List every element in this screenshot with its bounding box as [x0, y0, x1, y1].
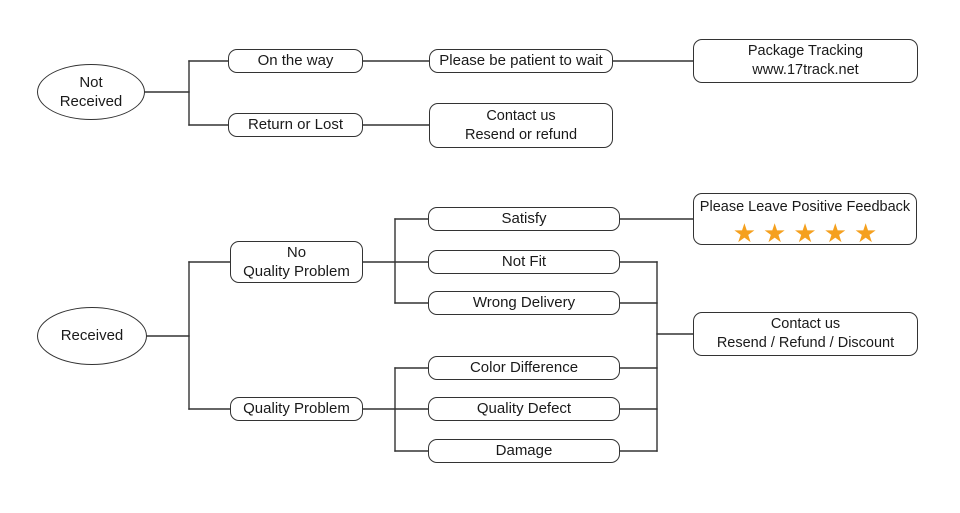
node-return-or-lost: Return or Lost	[228, 113, 363, 137]
node-label: Contact us	[770, 316, 841, 333]
node-label: Not	[79, 73, 103, 91]
node-not-fit: Not Fit	[428, 250, 620, 274]
node-label: Package Tracking	[747, 43, 864, 60]
node-label: Damage	[495, 442, 553, 460]
node-label: Quality Problem	[243, 263, 350, 280]
node-damage: Damage	[428, 439, 620, 463]
node-label: Color Difference	[469, 359, 579, 377]
node-label: Quality Problem	[243, 400, 350, 418]
node-color-difference: Color Difference	[428, 356, 620, 380]
node-package-tracking: Package Tracking www.17track.net	[693, 39, 918, 83]
node-label: Satisfy	[501, 210, 547, 228]
node-quality-defect: Quality Defect	[428, 397, 620, 421]
node-label: No	[286, 243, 307, 261]
node-no-quality-problem: No Quality Problem	[230, 241, 363, 283]
node-on-the-way: On the way	[228, 49, 363, 73]
node-label: Please Leave Positive Feedback	[699, 199, 911, 215]
five-star-rating-icon: ★★★★★	[732, 217, 885, 248]
node-contact-us-discount: Contact us Resend / Refund / Discount	[693, 312, 918, 356]
node-positive-feedback: Please Leave Positive Feedback ★★★★★	[693, 193, 917, 248]
node-satisfy: Satisfy	[428, 207, 620, 231]
node-label: On the way	[257, 52, 334, 70]
node-label: Quality Defect	[476, 400, 572, 418]
node-contact-us-resend-refund: Contact us Resend or refund	[429, 103, 613, 148]
node-wrong-delivery: Wrong Delivery	[428, 291, 620, 315]
node-label: Received	[59, 93, 123, 110]
node-quality-problem: Quality Problem	[230, 397, 363, 421]
node-label: Resend / Refund / Discount	[716, 335, 895, 351]
node-label: Please be patient to wait	[439, 52, 603, 70]
node-label: Contact us	[486, 107, 556, 124]
node-label: Not Fit	[501, 253, 547, 271]
node-not-received: Not Received	[37, 64, 145, 120]
node-label: Received	[60, 327, 124, 345]
node-label: Resend or refund	[464, 126, 578, 143]
tracking-url: www.17track.net	[752, 62, 859, 78]
node-label: Return or Lost	[247, 116, 344, 134]
node-please-be-patient: Please be patient to wait	[429, 49, 613, 73]
node-received: Received	[37, 307, 147, 365]
node-label: Wrong Delivery	[472, 294, 576, 312]
